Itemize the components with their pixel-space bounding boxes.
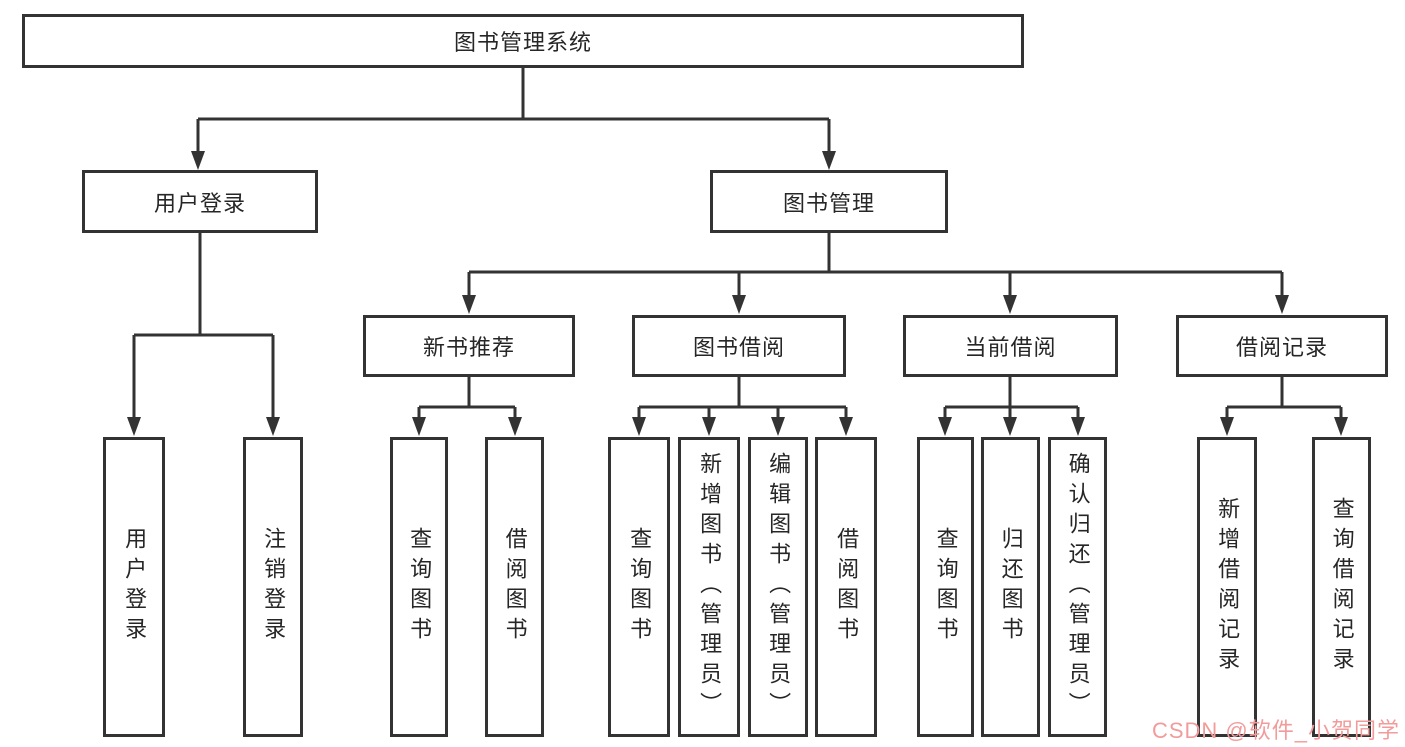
leaf-return-book: 归还图书 bbox=[981, 437, 1040, 737]
node-root-system: 图书管理系统 bbox=[22, 14, 1024, 68]
node-label: 注销登录 bbox=[261, 527, 287, 647]
connector-new-book-rec-to-leaves bbox=[412, 377, 522, 436]
node-current-borrow: 当前借阅 bbox=[903, 315, 1118, 377]
csdn-watermark: CSDN @软件_小贺同学 bbox=[1151, 718, 1400, 743]
node-label: 借阅图书 bbox=[834, 527, 860, 647]
leaf-query-book-recommend: 查询图书 bbox=[390, 437, 448, 737]
node-label: 图书管理系统 bbox=[453, 30, 592, 55]
node-label: 新增借阅记录 bbox=[1215, 497, 1241, 677]
node-book-management: 图书管理 bbox=[710, 170, 948, 233]
leaf-query-book-borrow: 查询图书 bbox=[608, 437, 670, 737]
node-label: 查询图书 bbox=[627, 527, 653, 647]
leaf-confirm-return-admin: 确认归还（管理员） bbox=[1048, 437, 1107, 737]
connector-current-borrow-to-leaves bbox=[938, 377, 1085, 436]
node-label: 确认归还（管理员） bbox=[1065, 452, 1091, 722]
node-label: 查询借阅记录 bbox=[1329, 497, 1355, 677]
node-label: 图书管理 bbox=[782, 190, 875, 216]
node-label: 新增图书（管理员） bbox=[697, 452, 723, 722]
connector-book-mgmt-to-level3 bbox=[462, 233, 1289, 314]
node-label: 当前借阅 bbox=[964, 335, 1057, 360]
node-borrow-records: 借阅记录 bbox=[1176, 315, 1388, 377]
leaf-add-book-admin: 新增图书（管理员） bbox=[678, 437, 740, 737]
node-new-book-recommend: 新书推荐 bbox=[363, 315, 575, 377]
leaf-user-login: 用户登录 bbox=[103, 437, 165, 737]
node-label: 用户登录 bbox=[122, 527, 148, 647]
leaf-logout: 注销登录 bbox=[243, 437, 303, 737]
node-label: 新书推荐 bbox=[422, 335, 515, 360]
node-book-borrow: 图书借阅 bbox=[632, 315, 846, 377]
leaf-borrow-book-recommend: 借阅图书 bbox=[485, 437, 544, 737]
node-label: 借阅图书 bbox=[502, 527, 528, 647]
node-label: 归还图书 bbox=[998, 527, 1024, 647]
node-label: 查询图书 bbox=[407, 527, 433, 647]
leaf-add-borrow-record: 新增借阅记录 bbox=[1197, 437, 1257, 737]
leaf-query-borrow-record: 查询借阅记录 bbox=[1312, 437, 1371, 737]
node-user-login: 用户登录 bbox=[82, 170, 318, 233]
connector-root-to-level2 bbox=[191, 68, 836, 170]
node-label: 查询图书 bbox=[933, 527, 959, 647]
leaf-edit-book-admin: 编辑图书（管理员） bbox=[748, 437, 808, 737]
node-label: 用户登录 bbox=[153, 190, 246, 216]
connector-book-borrow-to-leaves bbox=[632, 377, 853, 436]
connector-borrow-records-to-leaves bbox=[1220, 377, 1348, 436]
node-label: 编辑图书（管理员） bbox=[766, 452, 792, 722]
connector-user-login-to-leaves bbox=[127, 233, 280, 436]
node-label: 借阅记录 bbox=[1235, 335, 1328, 360]
node-label: 图书借阅 bbox=[692, 335, 785, 360]
leaf-borrow-book: 借阅图书 bbox=[815, 437, 877, 737]
leaf-query-book-current: 查询图书 bbox=[917, 437, 974, 737]
